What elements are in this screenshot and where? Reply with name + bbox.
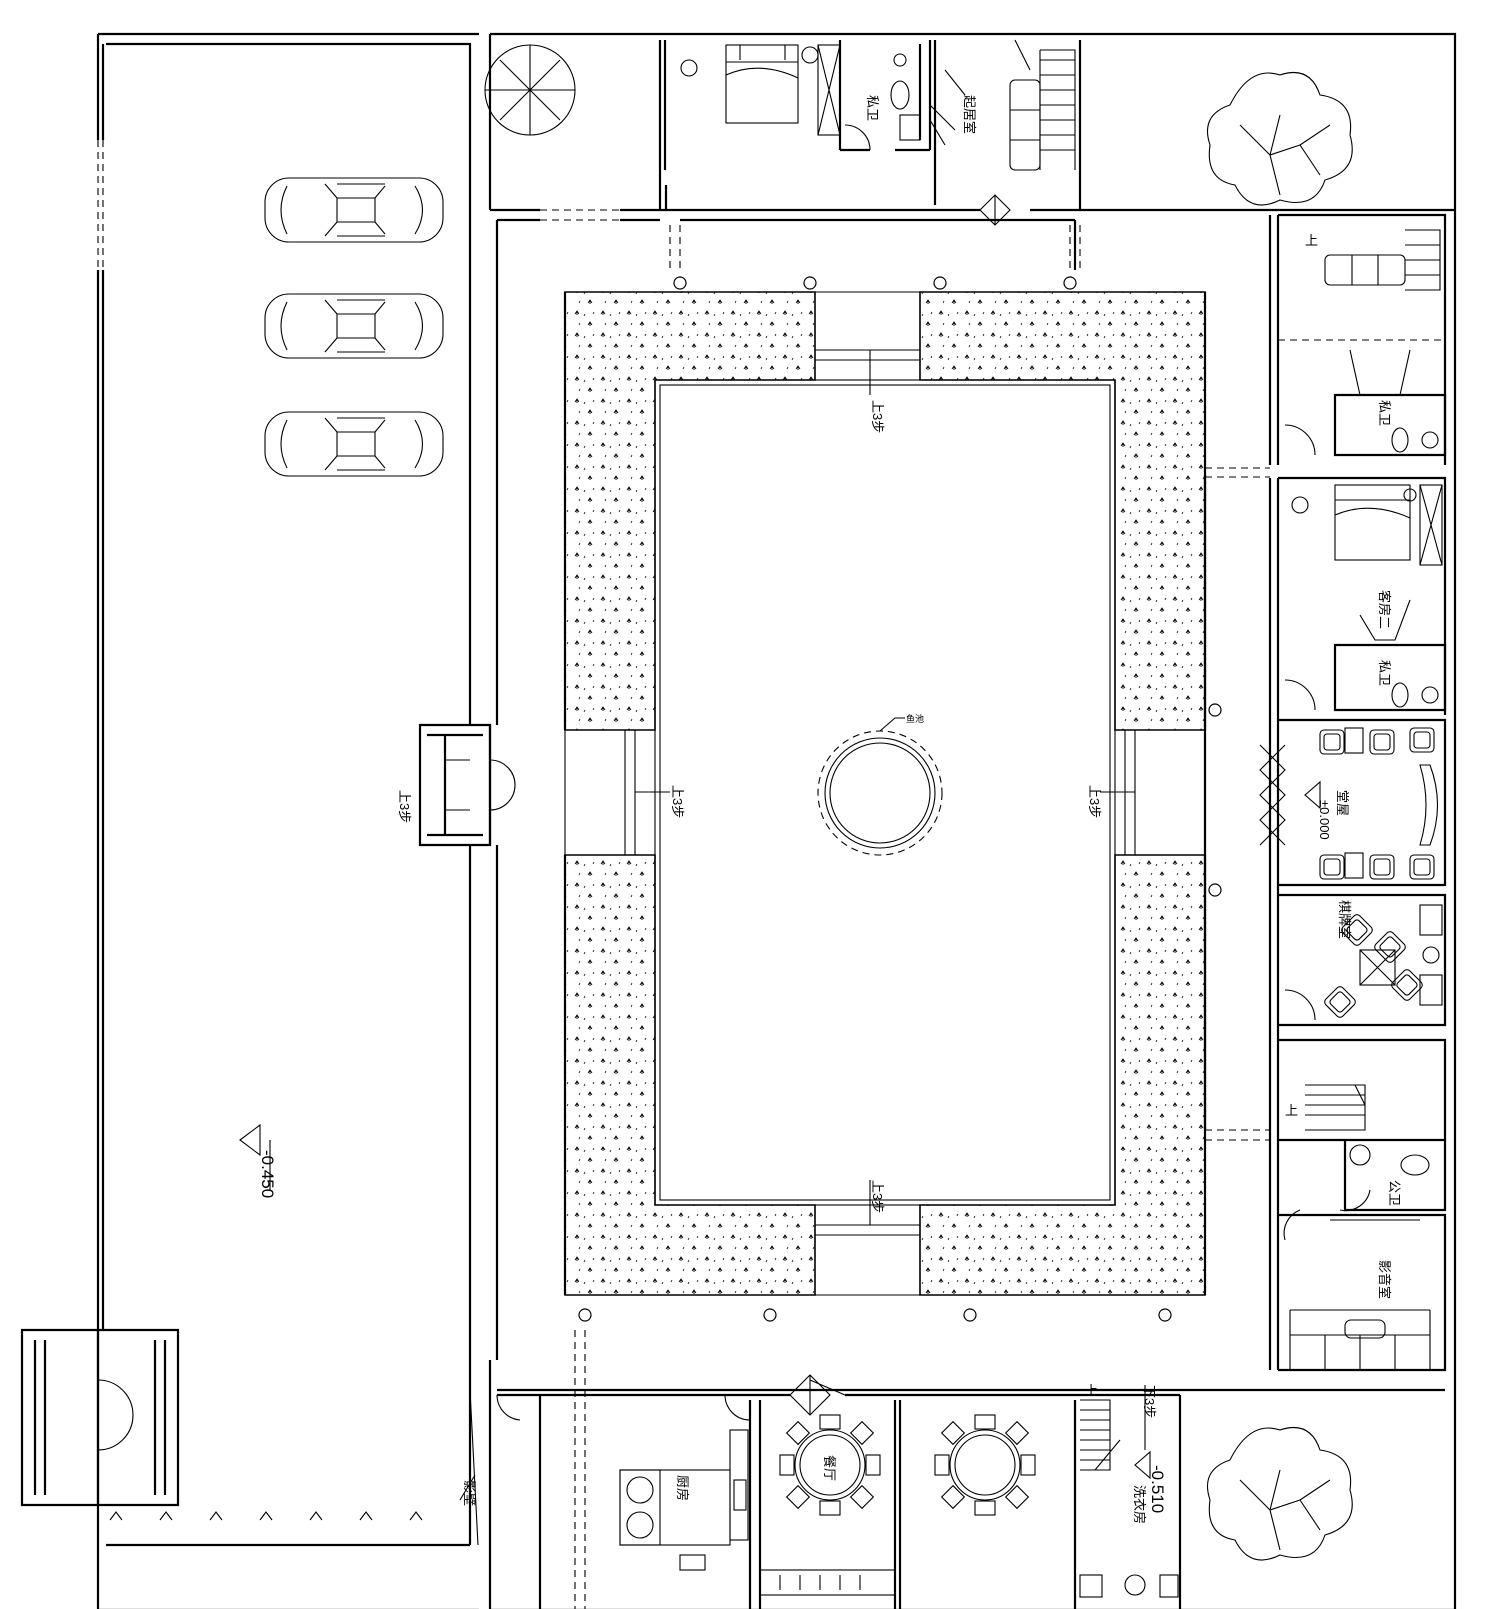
- double-bed-icon: [1334, 484, 1411, 561]
- sink-icon: [1421, 431, 1439, 449]
- bath-top-label: 私卫: [865, 95, 880, 121]
- north-rooms: [484, 39, 1353, 226]
- hall-altar-icon: [1419, 764, 1439, 846]
- west-gate: 上3步: [397, 723, 516, 847]
- paving-ne: [919, 291, 1206, 731]
- west-steps: [564, 730, 636, 855]
- toilet-icon: [1391, 427, 1409, 453]
- toilet-icon: [1400, 1154, 1430, 1176]
- sink-icon: [1349, 1144, 1371, 1166]
- elevation-marker-icon: [239, 1123, 261, 1157]
- sofa-icon: [1324, 254, 1406, 286]
- public-wc-label: 公卫: [1387, 1180, 1402, 1206]
- hall-elevation: ±0.000: [1317, 800, 1332, 840]
- north-steps: [815, 291, 920, 361]
- pond-icon: [829, 742, 931, 844]
- master-bedroom-label: 起居室: [962, 95, 977, 134]
- tree-icon: [1206, 71, 1353, 206]
- outer-walls: [96, 32, 1457, 1609]
- stair-east-upper: [1405, 229, 1441, 291]
- theater-sofa-icon: [1289, 1309, 1431, 1370]
- stair-east-upper-label: 上: [1305, 233, 1318, 248]
- south-steps: [815, 1224, 920, 1296]
- dining-table-icon: [794, 1429, 866, 1501]
- parking-area: -0.450: [239, 177, 444, 1198]
- washer-icon: [1079, 1574, 1103, 1598]
- guest-bath-2-label: 私卫: [1377, 660, 1392, 686]
- elevation-marker-icon: [1304, 780, 1321, 810]
- paving-se: [919, 854, 1206, 1296]
- east-steps-label: 上3步: [1087, 785, 1102, 818]
- pond-outer: [817, 730, 943, 856]
- guest-room-label: 客房二: [1377, 590, 1392, 629]
- kitchen-label: 厨房: [675, 1475, 690, 1501]
- paving-sw: [564, 854, 816, 1296]
- shower-icon: [893, 53, 907, 67]
- hedge-row: [109, 1511, 423, 1521]
- chess-room-label: 棋牌室: [1337, 900, 1352, 939]
- sink-icon: [899, 114, 921, 141]
- stair-east-lower-label: 上: [1285, 1103, 1298, 1118]
- laundry-label: 洗衣房: [1132, 1485, 1147, 1524]
- southwest-entrance: 影壁: [20, 1328, 479, 1547]
- central-lawn: [659, 384, 1111, 1201]
- dining-table-icon: [949, 1429, 1021, 1501]
- toilet-icon: [890, 80, 910, 110]
- east-steps: [1124, 730, 1206, 855]
- laundry-steps-label: 下3步: [1142, 1385, 1157, 1418]
- card-table-icon: [1359, 949, 1396, 986]
- double-bed-icon: [725, 44, 799, 124]
- sink-icon: [1421, 686, 1439, 704]
- screen-wall-label: 影壁: [462, 1480, 477, 1506]
- south-steps-label: 上3步: [870, 1180, 885, 1213]
- lamp-icon: [801, 46, 819, 64]
- courtyard: 上3步 上3步 上3步 上3步 鱼池: [540, 209, 1222, 1609]
- east-wing: 上 私卫 客房二 私卫 堂屋 ±0.000: [1180, 213, 1447, 1561]
- entrance-door[interactable]: [97, 1379, 134, 1451]
- west-gate-steps: 上3步: [397, 790, 412, 823]
- wardrobe-icon: [817, 44, 841, 136]
- side-table-icon: [680, 59, 698, 77]
- theater-label: 影音室: [1377, 1260, 1392, 1299]
- hall-label: 堂屋: [1335, 790, 1350, 816]
- laundry-elevation: -0.510: [1148, 1465, 1167, 1513]
- stair-south-label: 上: [1085, 1383, 1098, 1398]
- double-door-north[interactable]: [979, 194, 1011, 226]
- north-steps-label: 上3步: [870, 400, 885, 433]
- paving-nw: [564, 291, 816, 731]
- car-icon: [264, 293, 444, 359]
- parking-elevation: -0.450: [258, 1150, 277, 1198]
- stair-south: [1080, 1399, 1121, 1471]
- elevation-marker-icon: [1134, 1450, 1151, 1480]
- double-door-south[interactable]: [789, 1374, 846, 1416]
- car-icon: [264, 177, 444, 243]
- tv-icon: [1344, 1319, 1386, 1339]
- stair-east-lower: [1305, 1084, 1366, 1131]
- toilet-icon: [1391, 682, 1409, 708]
- kitchen-counter-icon: [619, 1469, 731, 1546]
- tree-icon: [1206, 1426, 1353, 1561]
- west-steps-label: 上3步: [670, 785, 685, 818]
- south-wing: 厨房 餐厅 上 下3步 -0.510 洗衣房: [496, 1374, 1182, 1609]
- sofa-icon: [1009, 79, 1041, 171]
- wardrobe-icon: [1419, 484, 1443, 566]
- dining-label: 餐厅: [822, 1455, 837, 1481]
- gate-door[interactable]: [489, 759, 516, 811]
- stair-top: [1039, 49, 1076, 170]
- car-icon: [264, 411, 444, 477]
- hall-doors[interactable]: [1259, 744, 1286, 846]
- pond-label: 鱼池: [906, 713, 924, 724]
- guest-bath-1-label: 私卫: [1377, 400, 1392, 426]
